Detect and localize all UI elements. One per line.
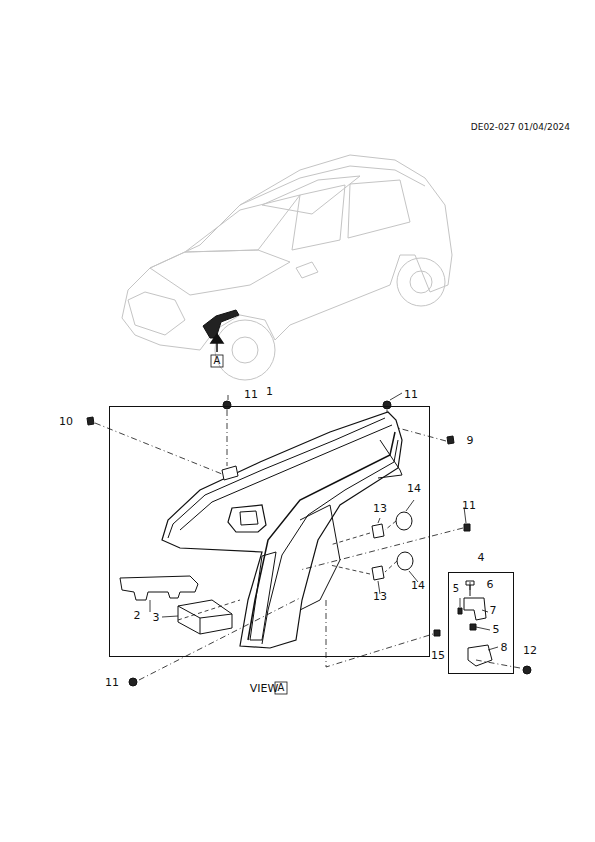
callout-number: 5 xyxy=(453,584,459,594)
headlamp-rear xyxy=(378,440,402,478)
nut xyxy=(458,608,462,614)
callout-number: 5 xyxy=(493,624,500,635)
leader-line xyxy=(227,410,228,466)
headlamp-strip xyxy=(250,552,276,640)
bracket-foot xyxy=(468,645,492,666)
clip xyxy=(383,401,391,409)
leader-line xyxy=(330,533,370,545)
drawing-code: DE02-027 01/04/2024 xyxy=(471,123,570,132)
headlamp-rear xyxy=(300,505,340,610)
callout-number: 11 xyxy=(244,389,258,400)
headlamp-lens xyxy=(240,511,258,525)
leader-line xyxy=(482,610,488,612)
leader-line xyxy=(460,598,461,607)
car-wheel xyxy=(397,258,445,306)
bracket xyxy=(120,576,198,600)
leader-line xyxy=(95,423,222,474)
leader-line xyxy=(228,395,229,400)
bracket-plate xyxy=(464,598,486,620)
leader-line xyxy=(390,393,402,400)
headlamp-drl xyxy=(262,440,398,644)
leader-line xyxy=(150,600,151,612)
headlamp-drl xyxy=(248,432,395,640)
callout-number: 14 xyxy=(411,580,425,591)
leader-line xyxy=(470,582,471,590)
car-hood xyxy=(150,250,290,295)
bulb xyxy=(372,524,384,538)
view-frame xyxy=(211,355,223,367)
callout-number: 13 xyxy=(373,503,387,514)
clip xyxy=(434,630,440,636)
socket xyxy=(397,552,413,570)
headlamp-lens xyxy=(228,505,266,532)
module xyxy=(178,606,232,634)
car-body xyxy=(122,155,452,350)
clip xyxy=(129,678,137,686)
leader-line xyxy=(178,600,240,620)
leader-line xyxy=(330,565,370,574)
socket xyxy=(396,512,412,530)
callout-number: 8 xyxy=(501,642,508,653)
headlamp-edge xyxy=(168,418,385,538)
car-windshield xyxy=(185,195,300,252)
callout-number: 3 xyxy=(153,612,160,623)
car-roof xyxy=(240,166,425,205)
car-wheel xyxy=(410,271,432,293)
leader-line xyxy=(387,410,388,413)
leader-line xyxy=(398,428,446,441)
leader-line xyxy=(385,561,397,572)
callout-number: A xyxy=(278,683,285,693)
clip xyxy=(523,666,531,674)
mount-tab xyxy=(222,466,238,480)
car-grille xyxy=(128,292,185,335)
clip xyxy=(87,417,94,425)
callout-number: 4 xyxy=(478,551,485,564)
clip xyxy=(223,401,231,409)
car-window xyxy=(348,180,410,238)
leader-line xyxy=(385,521,396,530)
callout-number: 14 xyxy=(407,483,421,494)
callout-number: 9 xyxy=(467,435,474,446)
nut xyxy=(470,624,476,630)
leader-line xyxy=(378,518,380,523)
car-headlamp xyxy=(203,310,239,338)
leader-line xyxy=(139,598,300,680)
view-arrow xyxy=(211,334,223,352)
leader-line xyxy=(300,528,463,570)
callout-number: 7 xyxy=(490,605,497,616)
clip xyxy=(464,524,470,531)
car-wheel xyxy=(215,320,275,380)
car-sunroof xyxy=(262,176,360,214)
callout-number: 12 xyxy=(523,645,537,656)
leader-line xyxy=(162,616,178,617)
callout-number: 2 xyxy=(134,610,141,621)
car-mirror xyxy=(296,262,318,278)
callout-number: A xyxy=(214,356,221,366)
callout-number: 10 xyxy=(59,416,73,427)
clip xyxy=(447,436,454,444)
callout-number: 1 xyxy=(266,385,273,398)
screw xyxy=(466,581,474,596)
callout-number: 11 xyxy=(462,500,476,511)
callout-number: 11 xyxy=(105,677,119,688)
callout-number: 15 xyxy=(431,650,445,661)
headlamp-outline xyxy=(162,412,402,648)
leader-line xyxy=(406,500,414,511)
leader-line xyxy=(488,647,498,650)
car-window xyxy=(292,185,345,250)
callout-number: 13 xyxy=(373,591,387,602)
callout-number: 11 xyxy=(404,389,418,400)
callout-number: VIEW xyxy=(250,683,279,694)
car-wheel xyxy=(232,337,258,363)
headlamp-edge xyxy=(180,425,392,530)
leader-line xyxy=(476,627,490,630)
callout-number: 6 xyxy=(487,579,494,590)
bulb xyxy=(372,566,384,580)
